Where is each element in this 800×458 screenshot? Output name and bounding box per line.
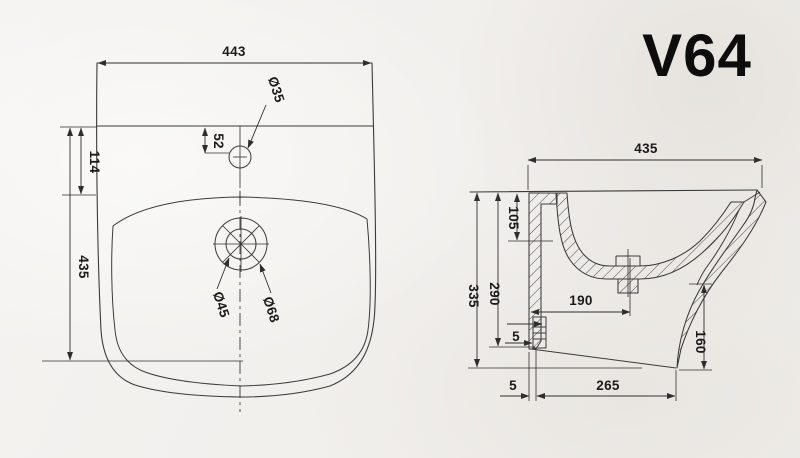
front-apron-section [676, 189, 767, 369]
dim-label-435-plan: 435 [76, 255, 91, 279]
dim-label-265: 265 [596, 378, 620, 393]
dim-label-5-plate: 5 [512, 329, 520, 344]
fixing-bracket [532, 316, 547, 349]
plan-view: 443 52 Ø35 114 435 Ø45 [42, 44, 377, 412]
drain-flange-section [615, 255, 641, 266]
dim-label-290: 290 [487, 282, 502, 305]
dim-tap-offset: 52 [202, 127, 229, 154]
dim-back-ledge: 114 [60, 126, 102, 196]
dim-label-443: 443 [222, 44, 246, 59]
dim-front-apron-height: 160 [679, 283, 712, 371]
dim-label-435-side: 435 [634, 141, 658, 156]
plan-bowl-outline [111, 196, 371, 387]
dim-overall-width: 443 [97, 44, 372, 66]
dim-overall-height: 335 [466, 192, 642, 369]
tap-hole [228, 126, 252, 188]
dim-shelf-recess: 105 [506, 193, 553, 242]
leader-tap-dia: Ø35 [247, 75, 288, 149]
base-bottom-edge [530, 348, 677, 369]
dim-fixing-plate: 5 [505, 321, 543, 346]
dim-label-d45: Ø45 [210, 290, 232, 320]
dim-back-wall-height: 290 [487, 192, 535, 348]
leader-drain-outer: Ø68 [259, 263, 283, 325]
dim-label-d35: Ø35 [265, 75, 287, 105]
side-deck-top [469, 189, 758, 193]
bowl-outer-surface [696, 209, 740, 286]
dim-label-105: 105 [506, 206, 521, 230]
dim-label-d68: Ø68 [260, 295, 282, 325]
dim-overall-depth-plan: 435 [42, 127, 243, 362]
drain-hole [213, 216, 269, 272]
dim-label-52: 52 [211, 133, 226, 149]
dim-label-114: 114 [87, 151, 102, 174]
dim-overall-depth-side: 435 [527, 141, 763, 190]
dim-label-5-base: 5 [509, 378, 517, 393]
page-title: V64 [642, 22, 752, 89]
dim-label-160: 160 [693, 330, 708, 353]
dim-label-190: 190 [569, 293, 592, 308]
dim-label-335: 335 [466, 284, 481, 308]
side-view: 435 105 290 335 190 [466, 141, 767, 401]
dim-base-row: 5 265 [500, 350, 677, 401]
dim-drain-from-back: 190 [530, 258, 631, 316]
